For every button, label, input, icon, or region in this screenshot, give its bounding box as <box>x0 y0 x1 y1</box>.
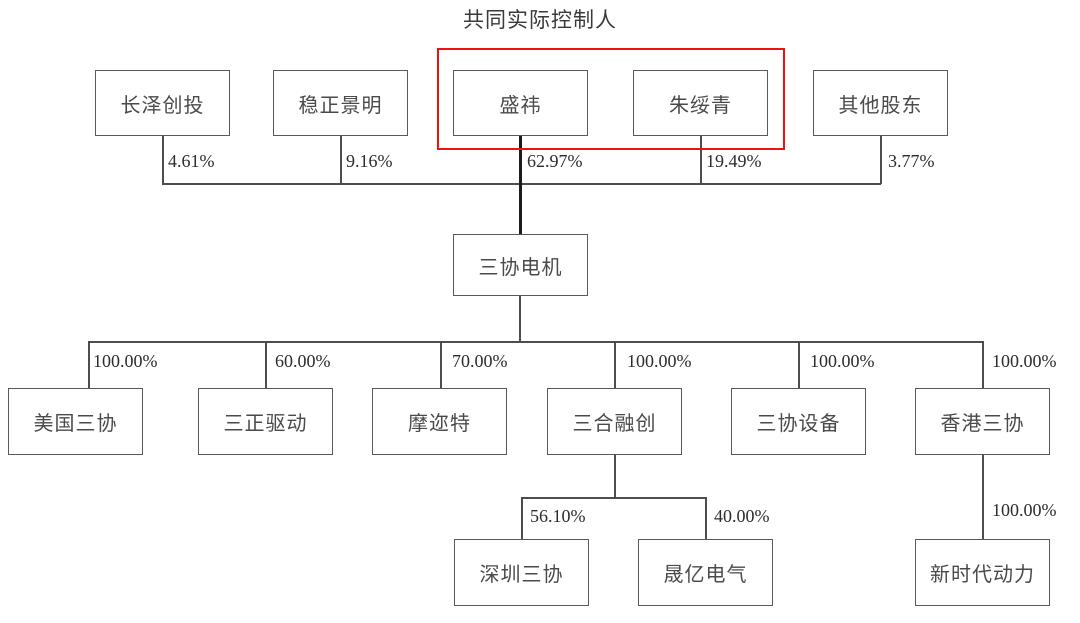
percent-shengyi-dianqi: 40.00% <box>714 506 770 526</box>
subsidiary-box-xianggang-sanxie[interactable]: 香港三协 <box>915 388 1050 455</box>
subsidiary-box-sanxie-shebei[interactable]: 三协设备 <box>731 388 866 455</box>
percent-sanzheng-qudong: 60.00% <box>275 351 331 371</box>
connector-sanxie-shebei <box>798 341 800 389</box>
subsidiary-box-sanzheng-qudong[interactable]: 三正驱动 <box>198 388 333 455</box>
connector-changze <box>162 136 164 184</box>
percent-meiguo-sanxie: 100.00% <box>93 351 158 371</box>
connector-meiguo-sanxie <box>88 341 90 389</box>
shareholder-box-wenzheng[interactable]: 稳正景明 <box>273 70 408 136</box>
sub-subsidiary-label: 深圳三协 <box>479 564 564 586</box>
percent-moniter: 70.00% <box>452 351 508 371</box>
connector-sanhe-rongchuang <box>614 341 616 389</box>
connector-sanhe-to-subbus <box>614 455 616 498</box>
shareholder-label: 其他股东 <box>838 94 923 117</box>
shareholder-label: 盛祎 <box>499 94 542 117</box>
percent-wenzheng: 9.16% <box>346 151 393 171</box>
subsidiary-label: 香港三协 <box>940 413 1025 435</box>
subsidiary-label: 美国三协 <box>33 413 118 435</box>
percent-sanxie-shebei: 100.00% <box>810 351 875 371</box>
connector-shenzhen-sanxie <box>521 497 523 539</box>
shareholder-label: 朱绥青 <box>669 94 732 117</box>
connector-wenzheng <box>340 136 342 184</box>
subsidiary-label: 三协设备 <box>756 413 841 435</box>
percent-other: 3.77% <box>888 151 935 171</box>
sub-subsidiary-box-shenzhen-sanxie[interactable]: 深圳三协 <box>454 539 589 606</box>
subsidiary-box-sanhe-rongchuang[interactable]: 三合融创 <box>547 388 682 455</box>
sanhe-sub-bus-line <box>521 497 706 499</box>
sub-subsidiary-label: 新时代动力 <box>930 564 1035 586</box>
subsidiary-label: 三正驱动 <box>223 413 308 435</box>
percent-xianggang-sanxie: 100.00% <box>992 351 1057 371</box>
page-title: 共同实际控制人 <box>463 8 617 32</box>
shareholder-label: 稳正景明 <box>298 94 383 117</box>
connector-zhusuiqing <box>700 136 702 184</box>
percent-xinshidai-dongli: 100.00% <box>992 500 1057 520</box>
connector-sanzheng-qudong <box>265 341 267 389</box>
subsidiary-box-moniter[interactable]: 摩迩特 <box>372 388 507 455</box>
percent-shenzhen-sanxie: 56.10% <box>530 506 586 526</box>
percent-shengyi: 62.97% <box>527 151 583 171</box>
percent-sanhe-rongchuang: 100.00% <box>627 351 692 371</box>
shareholder-box-other[interactable]: 其他股东 <box>813 70 948 136</box>
company-label: 三协电机 <box>478 256 563 279</box>
company-box-sanxie[interactable]: 三协电机 <box>453 234 588 296</box>
percent-changze: 4.61% <box>168 151 215 171</box>
controlling-persons-highlight <box>437 48 785 150</box>
subsidiary-bus-line <box>88 341 983 343</box>
sub-subsidiary-box-xinshidai-dongli[interactable]: 新时代动力 <box>915 539 1050 606</box>
connector-shengyi-dianqi <box>705 497 707 539</box>
connector-other <box>880 136 882 184</box>
subsidiary-label: 摩迩特 <box>408 413 471 435</box>
shareholder-box-changze[interactable]: 长泽创投 <box>95 70 230 136</box>
subsidiary-box-meiguo-sanxie[interactable]: 美国三协 <box>8 388 143 455</box>
connector-shengyi <box>519 136 522 184</box>
connector-moniter <box>440 341 442 389</box>
sub-subsidiary-label: 晟亿电气 <box>663 564 748 586</box>
shareholder-box-shengyi[interactable]: 盛祎 <box>453 70 588 136</box>
connector-xinshidai-dongli <box>982 455 984 540</box>
shareholder-label: 长泽创投 <box>120 94 205 117</box>
connector-company-to-sub-bus <box>519 296 521 342</box>
connector-xianggang-sanxie <box>982 341 984 389</box>
shareholder-box-zhusuiqing[interactable]: 朱绥青 <box>633 70 768 136</box>
sub-subsidiary-box-shengyi-dianqi[interactable]: 晟亿电气 <box>638 539 773 606</box>
connector-bus-to-company <box>519 183 522 235</box>
subsidiary-label: 三合融创 <box>572 413 657 435</box>
percent-zhusuiqing: 19.49% <box>706 151 762 171</box>
